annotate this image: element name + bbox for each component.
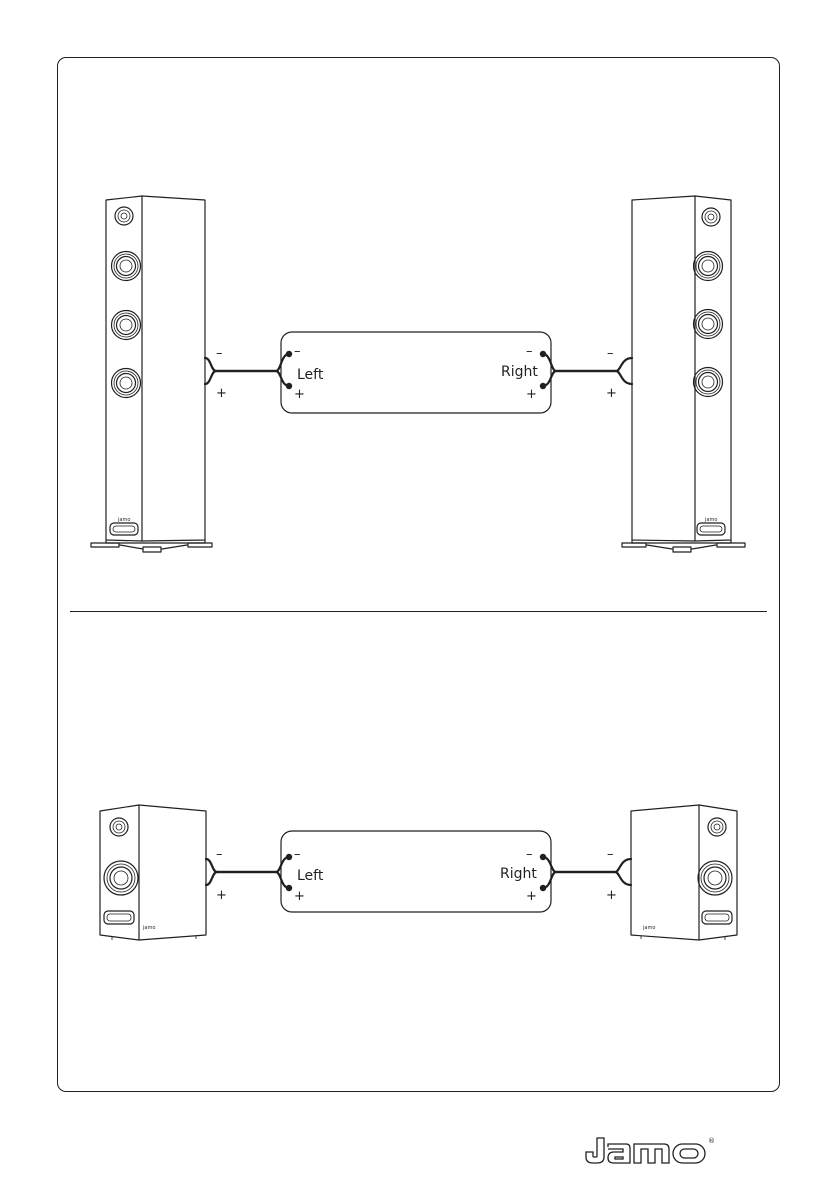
bookshelf-wiring: jamo jamo – + Lef	[99, 804, 738, 941]
speaker-badge: jamo	[642, 925, 655, 931]
speaker-plus-label: +	[216, 888, 227, 903]
woofer-icon	[110, 309, 142, 341]
right-speaker-cable: – +	[541, 346, 634, 401]
amp-right-minus: –	[526, 847, 533, 862]
right-tower-speaker: jamo	[621, 195, 746, 553]
left-speaker-cable: – +	[203, 346, 291, 401]
section-divider	[70, 611, 767, 612]
amp-left-plus: +	[294, 889, 305, 904]
registered-mark: ®	[708, 1137, 715, 1145]
amp-right-label: Right	[500, 866, 537, 882]
speaker-plus-label: +	[216, 386, 227, 401]
speaker-minus-label: –	[607, 346, 614, 361]
speaker-badge: jamo	[704, 517, 717, 523]
left-speaker-cable: – +	[204, 847, 291, 903]
woofer-icon	[692, 308, 724, 340]
woofer-icon	[692, 250, 724, 282]
tweeter-icon	[109, 817, 129, 837]
speaker-minus-label: –	[216, 346, 223, 361]
amplifier-box: – + Left – + Right	[280, 830, 552, 913]
floorstanding-wiring: jamo jamo	[90, 195, 746, 553]
tweeter-icon	[114, 206, 134, 226]
amp-left-label: Left	[297, 868, 324, 884]
speaker-minus-label: –	[216, 847, 223, 862]
tweeter-icon	[701, 207, 721, 227]
tweeter-icon	[707, 817, 727, 837]
amp-right-plus: +	[526, 889, 537, 904]
amp-left-minus: –	[294, 847, 301, 862]
page-frame	[57, 57, 780, 1092]
woofer-icon	[110, 367, 142, 399]
jamo-logo: ®	[585, 1137, 715, 1164]
woofer-icon	[692, 366, 724, 398]
amp-left-minus: –	[294, 344, 301, 359]
speaker-plus-label: +	[606, 888, 617, 903]
right-speaker-cable: – +	[541, 847, 633, 903]
speaker-badge: jamo	[117, 517, 130, 523]
left-tower-speaker: jamo	[90, 195, 213, 553]
woofer-icon	[110, 250, 142, 282]
right-bookshelf-speaker: jamo	[630, 804, 738, 941]
left-bookshelf-speaker: jamo	[99, 804, 207, 941]
woofer-icon	[103, 860, 139, 896]
speaker-badge: jamo	[142, 925, 155, 931]
speaker-plus-label: +	[606, 386, 617, 401]
woofer-icon	[697, 860, 733, 896]
amp-right-minus: –	[526, 344, 533, 359]
amp-left-label: Left	[297, 367, 324, 383]
amp-right-label: Right	[501, 364, 538, 380]
amp-left-plus: +	[294, 387, 305, 402]
amplifier-box: – + Left – + Right	[280, 331, 552, 414]
amp-right-plus: +	[526, 387, 537, 402]
speaker-minus-label: –	[607, 847, 614, 862]
